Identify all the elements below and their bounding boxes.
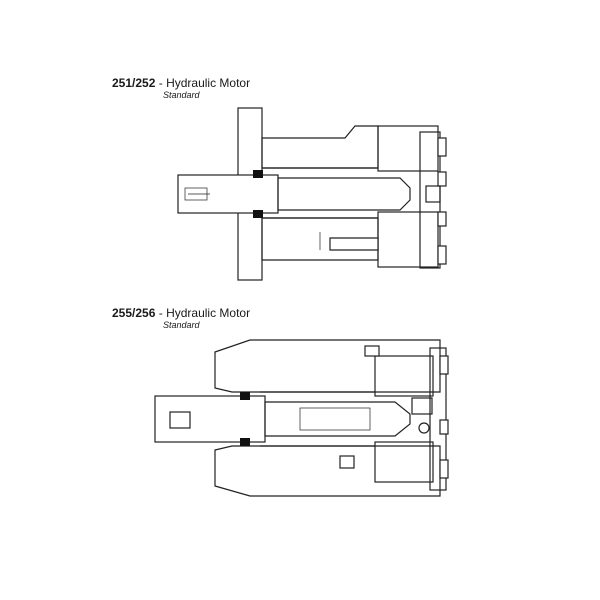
model-code: 255/256 (112, 306, 156, 320)
motor-variant-255-256: Standard (163, 320, 200, 330)
motor-title-255-256: 255/256 - Hydraulic Motor (112, 306, 250, 320)
gerotor-upper (374, 355, 434, 397)
ball-check (418, 422, 430, 434)
motor-variant-251-252: Standard (163, 90, 200, 100)
bolt-head (437, 137, 447, 157)
check-valve (411, 397, 433, 415)
drive-shaft (277, 177, 411, 211)
model-code: 251/252 (112, 76, 156, 90)
shaft-seal (253, 170, 263, 178)
motor-title-251-252: 251/252 - Hydraulic Motor (112, 76, 250, 90)
model-name: Hydraulic Motor (166, 76, 251, 90)
top-port (364, 345, 380, 357)
oil-passage (329, 237, 379, 251)
bolt-head (437, 245, 447, 265)
gerotor-lower (374, 441, 434, 483)
mount-bolt (339, 455, 355, 469)
bolt-head (437, 211, 447, 227)
bolt-head (437, 171, 447, 187)
drive-shaft (264, 401, 411, 437)
housing-upper (214, 339, 441, 393)
end-cap (429, 347, 447, 491)
spline-coupling (299, 407, 371, 431)
bolt-head (439, 355, 449, 375)
shaft-key (184, 187, 208, 201)
shaft-seal (253, 210, 263, 218)
port-plug (425, 185, 441, 203)
title-separator: - (155, 306, 167, 320)
bolt-head (439, 419, 449, 435)
bolt-head (439, 459, 449, 479)
shaft-seal (240, 392, 250, 400)
title-separator: - (155, 76, 167, 90)
housing-lower (214, 445, 441, 497)
shaft-key (169, 411, 191, 429)
model-name: Hydraulic Motor (166, 306, 251, 320)
output-shaft (154, 395, 266, 443)
shaft-seal (240, 438, 250, 446)
